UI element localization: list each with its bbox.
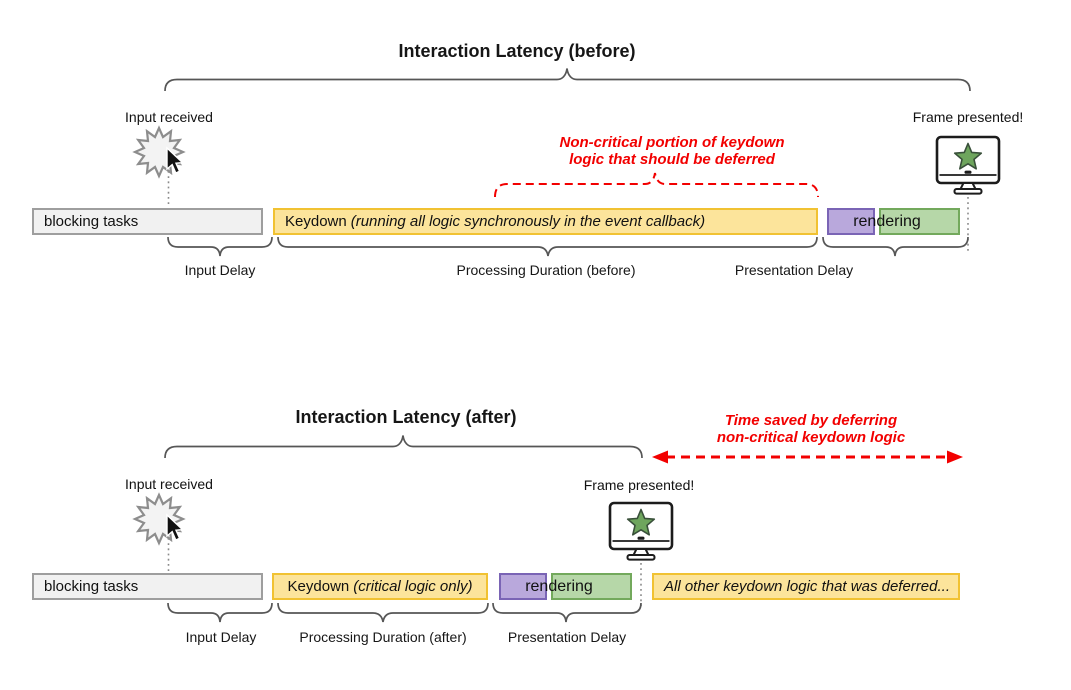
- after-red-annotation-line2: non-critical keydown logic: [716, 428, 906, 446]
- underbrace-input-delay-after: [167, 602, 273, 623]
- after-title: Interaction Latency (after): [295, 407, 517, 427]
- underbrace-input-delay-before: [167, 236, 273, 257]
- before-keydown-label: Keydown: [285, 213, 347, 230]
- before-blocking-tasks-bar: blocking tasks: [32, 208, 263, 235]
- after-blocking-tasks-bar: blocking tasks: [32, 573, 263, 600]
- after-frame-presented-label: Frame presented!: [583, 477, 695, 493]
- before-red-annotation: Non-critical portion of keydown logic th…: [559, 134, 785, 168]
- cursor-icon-after: [166, 513, 185, 541]
- before-red-annotation-line2: logic that should be deferred: [569, 150, 775, 168]
- underbrace-processing-duration-after: [277, 602, 489, 623]
- before-keydown-bar: Keydown (running all logic synchronously…: [273, 208, 818, 235]
- overbrace-interaction-latency-after: [164, 435, 643, 459]
- after-input-received-label: Input received: [125, 476, 213, 492]
- after-deferred-keydown-bar: All other keydown logic that was deferre…: [652, 573, 960, 600]
- after-keydown-bar: Keydown (critical logic only): [272, 573, 488, 600]
- underbrace-processing-duration-before: [277, 236, 818, 257]
- input-click-burst-icon-after: [132, 492, 186, 546]
- after-keydown-detail: (critical logic only): [353, 578, 473, 595]
- cursor-icon: [166, 146, 185, 174]
- before-processing-duration-label: Processing Duration (before): [456, 262, 636, 278]
- before-rendering-label: rendering: [853, 213, 921, 230]
- after-paint-bar: [551, 573, 632, 600]
- arrowhead-right: [947, 450, 963, 464]
- after-processing-duration-label: Processing Duration (after): [299, 629, 467, 645]
- time-saved-arrow: [652, 450, 963, 464]
- arrowhead-left: [652, 450, 668, 464]
- after-deferred-keydown-label: All other keydown logic that was deferre…: [664, 578, 950, 595]
- before-title: Interaction Latency (before): [398, 41, 636, 61]
- input-click-burst-icon: [132, 125, 186, 179]
- before-paint-bar: [879, 208, 960, 235]
- overbrace-interaction-latency-before: [164, 68, 971, 92]
- before-style-layout-bar: [827, 208, 875, 235]
- after-red-annotation: Time saved by deferring non-critical key…: [716, 412, 906, 446]
- monitor-frame-icon-after: [608, 501, 674, 561]
- before-presentation-delay-label: Presentation Delay: [734, 262, 854, 278]
- after-keydown-label: Keydown: [287, 578, 350, 595]
- before-frame-presented-label: Frame presented!: [912, 109, 1024, 125]
- monitor-frame-icon-before: [935, 135, 1001, 195]
- before-input-delay-label: Input Delay: [184, 262, 256, 278]
- after-rendering-label: rendering: [525, 578, 593, 595]
- before-keydown-detail: (running all logic synchronously in the …: [350, 213, 706, 230]
- star-icon: [953, 142, 983, 170]
- underbrace-presentation-delay-before: [822, 236, 969, 257]
- before-blocking-tasks-label: blocking tasks: [44, 213, 139, 230]
- underbrace-presentation-delay-after: [492, 602, 642, 623]
- non-critical-dashed-brace: [494, 172, 819, 198]
- after-input-delay-label: Input Delay: [185, 629, 257, 645]
- after-style-layout-bar: [499, 573, 547, 600]
- before-red-annotation-line1: Non-critical portion of keydown: [559, 134, 785, 151]
- star-icon-after: [626, 508, 656, 536]
- before-input-received-label: Input received: [125, 109, 213, 125]
- after-presentation-delay-label: Presentation Delay: [507, 629, 627, 645]
- after-red-annotation-line1: Time saved by deferring: [724, 412, 898, 429]
- after-blocking-tasks-label: blocking tasks: [44, 578, 139, 595]
